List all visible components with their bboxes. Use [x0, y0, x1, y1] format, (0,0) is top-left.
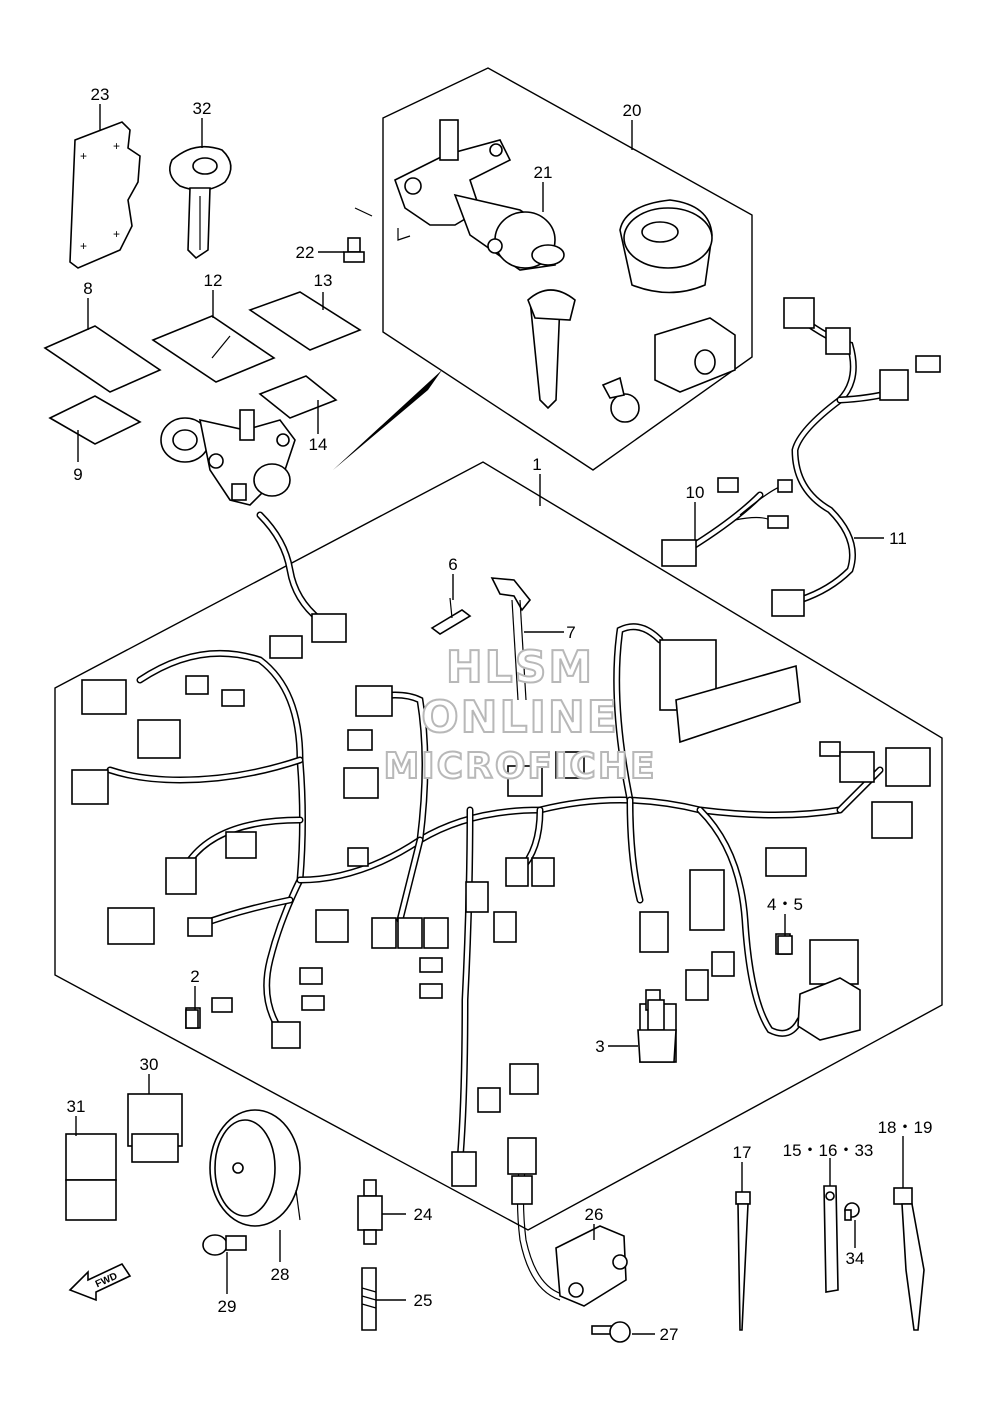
clamp-15-16-33 — [823, 1185, 839, 1293]
screw-27 — [591, 1321, 631, 1343]
screw-22 — [343, 237, 365, 263]
callout-31: 31 — [67, 1097, 86, 1116]
small-lock-cylinder — [601, 376, 640, 423]
callout-26: 26 — [585, 1205, 604, 1224]
callout-11: 11 — [889, 529, 907, 548]
callout-6: 6 — [448, 555, 457, 574]
watermark-line2: ONLINE — [421, 692, 619, 743]
callout-20: 20 — [623, 101, 642, 120]
callout-8: 8 — [83, 279, 92, 298]
callout-13: 13 — [314, 271, 333, 290]
label-sheet-9 — [48, 395, 142, 445]
label-sheet-14 — [258, 375, 338, 419]
direction-wedge — [333, 370, 442, 470]
callout-27: 27 — [660, 1325, 679, 1344]
tamper-bracket — [354, 207, 411, 241]
callout-30: 30 — [140, 1055, 159, 1074]
callout-34: 34 — [846, 1249, 865, 1268]
connector-26-plug — [511, 1175, 533, 1205]
callout-17: 17 — [733, 1143, 752, 1162]
bolt-34 — [844, 1202, 860, 1221]
svg-text:+: + — [80, 149, 87, 163]
label-sheet-8 — [43, 325, 162, 393]
label-sheet-12 — [151, 315, 276, 383]
callout-23: 23 — [91, 85, 110, 104]
callout-4-5: 4・5 — [767, 895, 803, 914]
switch-26 — [555, 1225, 628, 1307]
callout-21: 21 — [534, 163, 553, 182]
sub-harness-11 — [771, 297, 941, 617]
key-32 — [169, 145, 232, 260]
leader-lines — [75, 104, 904, 1335]
callout-32: 32 — [193, 99, 212, 118]
forward-arrow: FWD — [68, 1262, 132, 1302]
callout-28: 28 — [271, 1265, 290, 1284]
callout-24: 24 — [414, 1205, 433, 1224]
callout-labels: 1 2 3 4・5 6 7 8 9 10 11 12 13 14 15・16・3… — [67, 85, 933, 1344]
relay-30 — [127, 1093, 183, 1163]
callout-2: 2 — [190, 967, 199, 986]
watermark-line1: HLSM — [446, 642, 594, 693]
svg-text:+: + — [113, 139, 120, 153]
callout-18-19: 18・19 — [878, 1118, 933, 1137]
connector-26-lead — [507, 1137, 537, 1175]
sub-harness-10 — [661, 477, 793, 567]
band-7 — [490, 577, 532, 701]
cable-tie-17 — [735, 1191, 751, 1331]
relay-31 — [65, 1133, 117, 1221]
callout-14: 14 — [309, 435, 328, 454]
spring-25 — [361, 1267, 377, 1331]
lock-cap — [619, 199, 713, 294]
clamp-6 — [430, 597, 472, 635]
bolt-29 — [202, 1234, 247, 1256]
horn-28 — [209, 1109, 301, 1227]
callout-29: 29 — [218, 1297, 237, 1316]
ignition-switch-21 — [394, 119, 576, 410]
callout-15-16-33: 15・16・33 — [783, 1141, 874, 1160]
callout-10: 10 — [686, 483, 705, 502]
svg-text:+: + — [113, 227, 120, 241]
resistor-2 — [185, 1009, 199, 1029]
callout-9: 9 — [73, 465, 82, 484]
callout-1: 1 — [532, 455, 541, 474]
sensor-3 — [637, 999, 677, 1063]
ignition-switch-assembly — [160, 409, 296, 506]
label-sheet-13 — [248, 291, 362, 351]
cover-plate-23 — [69, 121, 141, 269]
plate-screw-marks: + + + + — [80, 139, 120, 253]
harness-group-outline — [54, 461, 943, 1231]
callout-25: 25 — [414, 1291, 433, 1310]
callout-22: 22 — [296, 243, 315, 262]
fuse-4-5 — [777, 935, 793, 955]
svg-text:+: + — [80, 239, 87, 253]
watermark: HLSM ONLINE MICROFICHE — [382, 641, 656, 788]
callout-7: 7 — [566, 623, 575, 642]
ignition-group-outline — [382, 67, 753, 471]
switch-24 — [357, 1179, 383, 1245]
watermark-line3: MICROFICHE — [383, 746, 656, 787]
cable-tie-18-19 — [893, 1187, 925, 1331]
callout-3: 3 — [595, 1037, 604, 1056]
callout-12: 12 — [204, 271, 223, 290]
seat-lock — [654, 317, 736, 393]
